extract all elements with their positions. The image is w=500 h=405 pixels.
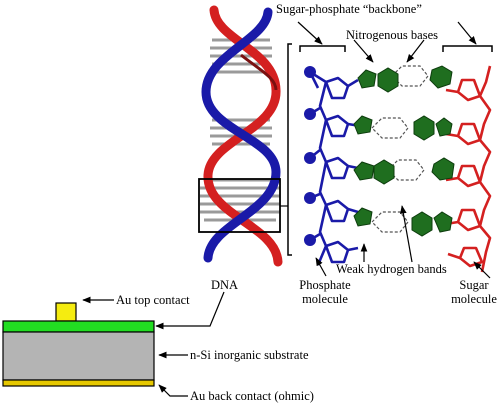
helix-strand-red-dark bbox=[240, 53, 278, 91]
au-top-contact-label: Au top contact bbox=[116, 293, 190, 307]
backbone-brackets bbox=[299, 45, 493, 52]
phosphate-molecule-label: Phosphate molecule bbox=[296, 278, 354, 306]
dna-label: DNA bbox=[211, 278, 239, 292]
phosphate-label-line1: Phosphate bbox=[299, 278, 351, 292]
nitrogenous-bases-label: Nitrogenous bases bbox=[346, 28, 438, 42]
sugar-label-line2: molecule bbox=[451, 292, 497, 306]
arrows bbox=[82, 21, 491, 397]
au-back-contact bbox=[2, 379, 155, 387]
n-si-substrate-label: n-Si inorganic substrate bbox=[190, 348, 309, 362]
nitrogenous-bases bbox=[353, 65, 455, 237]
device-stack bbox=[2, 302, 155, 387]
hydrogen-bonds bbox=[371, 65, 429, 233]
dna-film-layer bbox=[2, 320, 155, 333]
zoom-panel-bracket bbox=[287, 43, 292, 256]
sugar-label-line1: Sugar bbox=[459, 278, 489, 292]
sugar-molecule-label: Sugar molecule bbox=[449, 278, 499, 306]
au-top-contact bbox=[55, 302, 77, 322]
dna-helix bbox=[198, 5, 288, 267]
phosphate-molecules bbox=[304, 66, 316, 246]
backbone-label: Sugar-phosphate “backbone” bbox=[276, 2, 422, 16]
au-back-contact-label: Au back contact (ohmic) bbox=[190, 389, 314, 403]
n-si-substrate bbox=[2, 331, 155, 381]
base-pair-ladder bbox=[304, 65, 492, 273]
helix-strand-blue bbox=[201, 7, 281, 263]
phosphate-label-line2: molecule bbox=[302, 292, 348, 306]
red-backbone bbox=[445, 65, 492, 273]
weak-hydrogen-bonds-label: Weak hydrogen bands bbox=[336, 262, 447, 276]
blue-backbone bbox=[308, 70, 361, 266]
